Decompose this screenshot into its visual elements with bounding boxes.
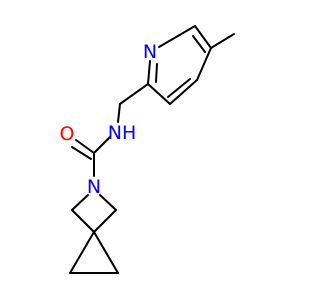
bond-nh-carbonyl <box>93 136 111 154</box>
molecule-canvas: N NH O N <box>59 25 235 274</box>
bond-ch2a-spiro <box>71 209 95 233</box>
bond-spiro-cp1 <box>69 231 95 274</box>
bond-spiro-ch2b <box>93 209 117 233</box>
structure-diagram: N NH O N <box>60 25 235 274</box>
bond-carbonyl-o-2 <box>71 146 92 160</box>
bond-ch2b-n <box>99 194 117 211</box>
bond-carbonyl-o-1 <box>75 139 95 154</box>
azetidine-ring <box>71 194 117 233</box>
bond-ch2-nh <box>117 103 121 123</box>
bond-c2-ch2 <box>119 83 149 105</box>
bond-n-ch2a <box>71 194 89 211</box>
azetidine-nitrogen-label: N <box>87 176 101 198</box>
bond-c3-c2 <box>147 83 171 105</box>
bond-cp2-spiro <box>93 231 119 274</box>
pyridine-ring <box>147 25 212 105</box>
cyclopropane-ring <box>69 231 119 274</box>
bond-c4-c3-inner <box>167 78 191 98</box>
pyridine-nitrogen-label: N <box>143 41 157 63</box>
bond-c2-n1 <box>147 60 151 85</box>
carbonyl-oxygen-label: O <box>60 123 75 145</box>
bond-c5-c4 <box>196 47 212 81</box>
amide-nh-label: NH <box>108 122 137 144</box>
bond-c2-n1-inner <box>155 63 158 83</box>
bond-c6-c5 <box>194 25 212 49</box>
bond-methyl <box>210 33 235 49</box>
bond-c6-c5-inner <box>192 35 206 53</box>
bond-c4-c3 <box>169 79 198 105</box>
bond-n1-c6 <box>158 25 196 48</box>
